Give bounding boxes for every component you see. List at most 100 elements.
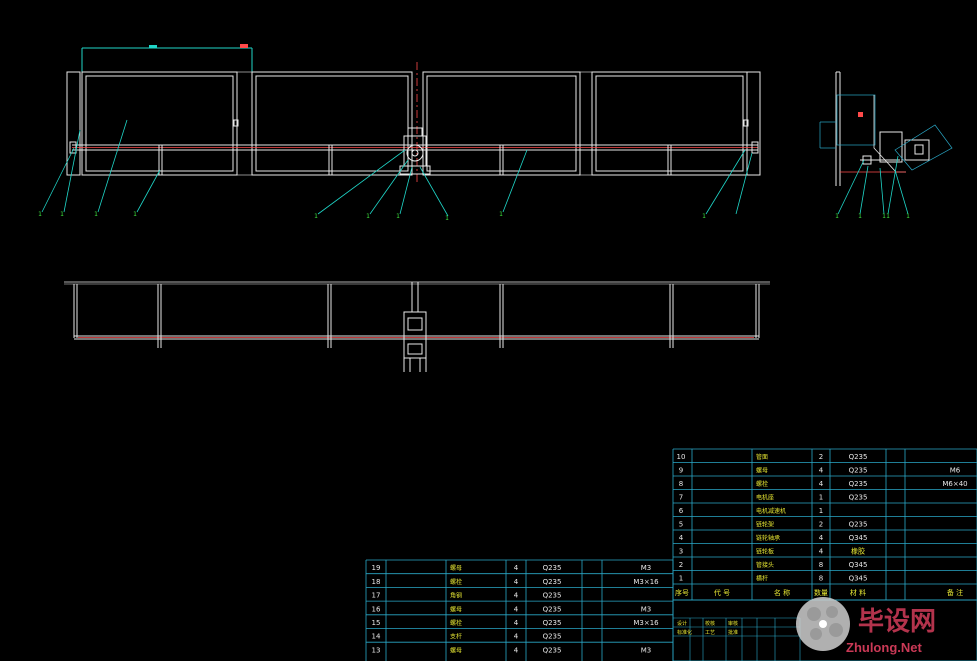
plan-hangers [157,284,674,348]
callout-number: 1 [702,213,706,220]
bom-name: 螺栓 [756,480,768,488]
bom-name: 横杆 [756,575,768,583]
drive-sprocket [406,144,424,162]
panel-joint-3 [579,71,593,176]
bom-material: Q235 [849,521,868,529]
callout-number: 1 [60,211,64,218]
plan-motor [403,311,427,359]
bom-no: 18 [372,578,381,586]
callout-number: 1 [366,213,370,220]
bom-qty: 2 [819,453,823,461]
bom-note: M3 [641,605,652,613]
bom-material: Q345 [849,575,868,583]
side-sprocket [914,144,924,155]
bom-name: 电机座 [756,494,774,502]
bom-qty: 4 [819,467,824,475]
plan-view [64,281,770,372]
bom-no: 7 [679,494,683,502]
bom-no: 17 [372,592,381,600]
bom-header-no: 序号 [675,588,689,597]
bom-no: 13 [372,646,381,654]
bom-note: M6 [950,467,961,475]
rod-joint [233,119,239,127]
bom-no: 14 [372,633,381,641]
bom-no: 10 [677,453,686,461]
title-block-label: 标准化 [677,629,692,636]
panel-inner-4 [595,75,744,172]
bom-qty: 1 [819,494,823,502]
callout-number: 1 [835,213,839,220]
bom-no: 1 [679,575,683,583]
dimension-marker [240,44,248,48]
bom-note: M3×16 [633,619,659,627]
motor-base [399,165,431,175]
bom-qty: 4 [514,578,519,586]
bom-name: 螺栓 [450,578,462,586]
bom-qty: 4 [819,480,824,488]
callout-leaders-top [41,119,753,217]
bom-name: 螺母 [450,605,462,613]
side-elevation-view [819,71,953,186]
callout-number: 1 [396,213,400,220]
panel-inner-3 [426,75,577,172]
bom-note: M6×40 [942,480,967,488]
bom-name: 螺栓 [450,619,462,627]
bom-header-code: 代 号 [714,588,730,597]
bom-material: Q235 [543,633,562,641]
callout-number: 1 [499,211,503,218]
title-block-label: 校核 [705,620,715,627]
bom-name: 管接头 [756,561,774,569]
bom-material: Q235 [543,646,562,654]
bom-name: 螺母 [756,467,768,475]
bom-note: M3×16 [633,578,659,586]
bom-header-qty: 数量 [814,588,828,597]
callout-number: 1 [94,211,98,218]
bom-qty: 4 [514,646,519,654]
bom-material: Q235 [849,467,868,475]
callout-number: 1 [314,213,318,220]
side-motor-box [879,131,903,163]
watermark: 毕设网 Zhulong.Net [796,597,936,655]
bom-material: Q235 [543,578,562,586]
bom-name: 链轮架 [756,521,774,529]
hanger-rods [158,145,672,175]
bom-no: 15 [372,619,381,627]
end-clamp-right [751,141,759,154]
callout-number: 1 [445,215,449,222]
bom-name: 管面 [756,453,768,461]
bom-qty: 2 [819,521,823,529]
bom-material: Q235 [543,564,562,572]
bom-no: 19 [372,564,381,572]
bom-material: Q235 [849,480,868,488]
bom-note: M3 [641,646,652,654]
side-panel-outline [836,94,876,146]
bom-material: Q235 [849,494,868,502]
bom-name: 角钢 [450,592,462,600]
callout-leaders-side [837,155,909,215]
bom-no: 4 [679,534,684,542]
bom-name: 链轮轴承 [756,534,780,542]
callout-number: 1 [858,213,862,220]
title-block-label: 审核 [728,620,738,627]
panel-joint-1 [236,71,253,176]
bom-name: 电机减速机 [756,507,786,515]
bom-name: 支杆 [450,633,462,641]
bom-name: 螺母 [450,646,462,654]
bom-qty: 4 [514,619,519,627]
drive-shaft [411,149,419,157]
callout-number: 1 [133,211,137,218]
bom-material: 橡胶 [851,547,865,556]
side-rotated-housing [894,124,953,171]
watermark-logo-icon [796,597,850,651]
end-post-left [66,71,81,176]
bom-name: 螺母 [450,564,462,572]
side-motor-head [904,139,930,161]
end-clamp-left [69,141,77,154]
bom-header-material: 材 料 [850,588,866,597]
callout-number: 1 [906,213,910,220]
callout-number: 1 [886,213,890,220]
front-elevation-view [66,44,761,182]
